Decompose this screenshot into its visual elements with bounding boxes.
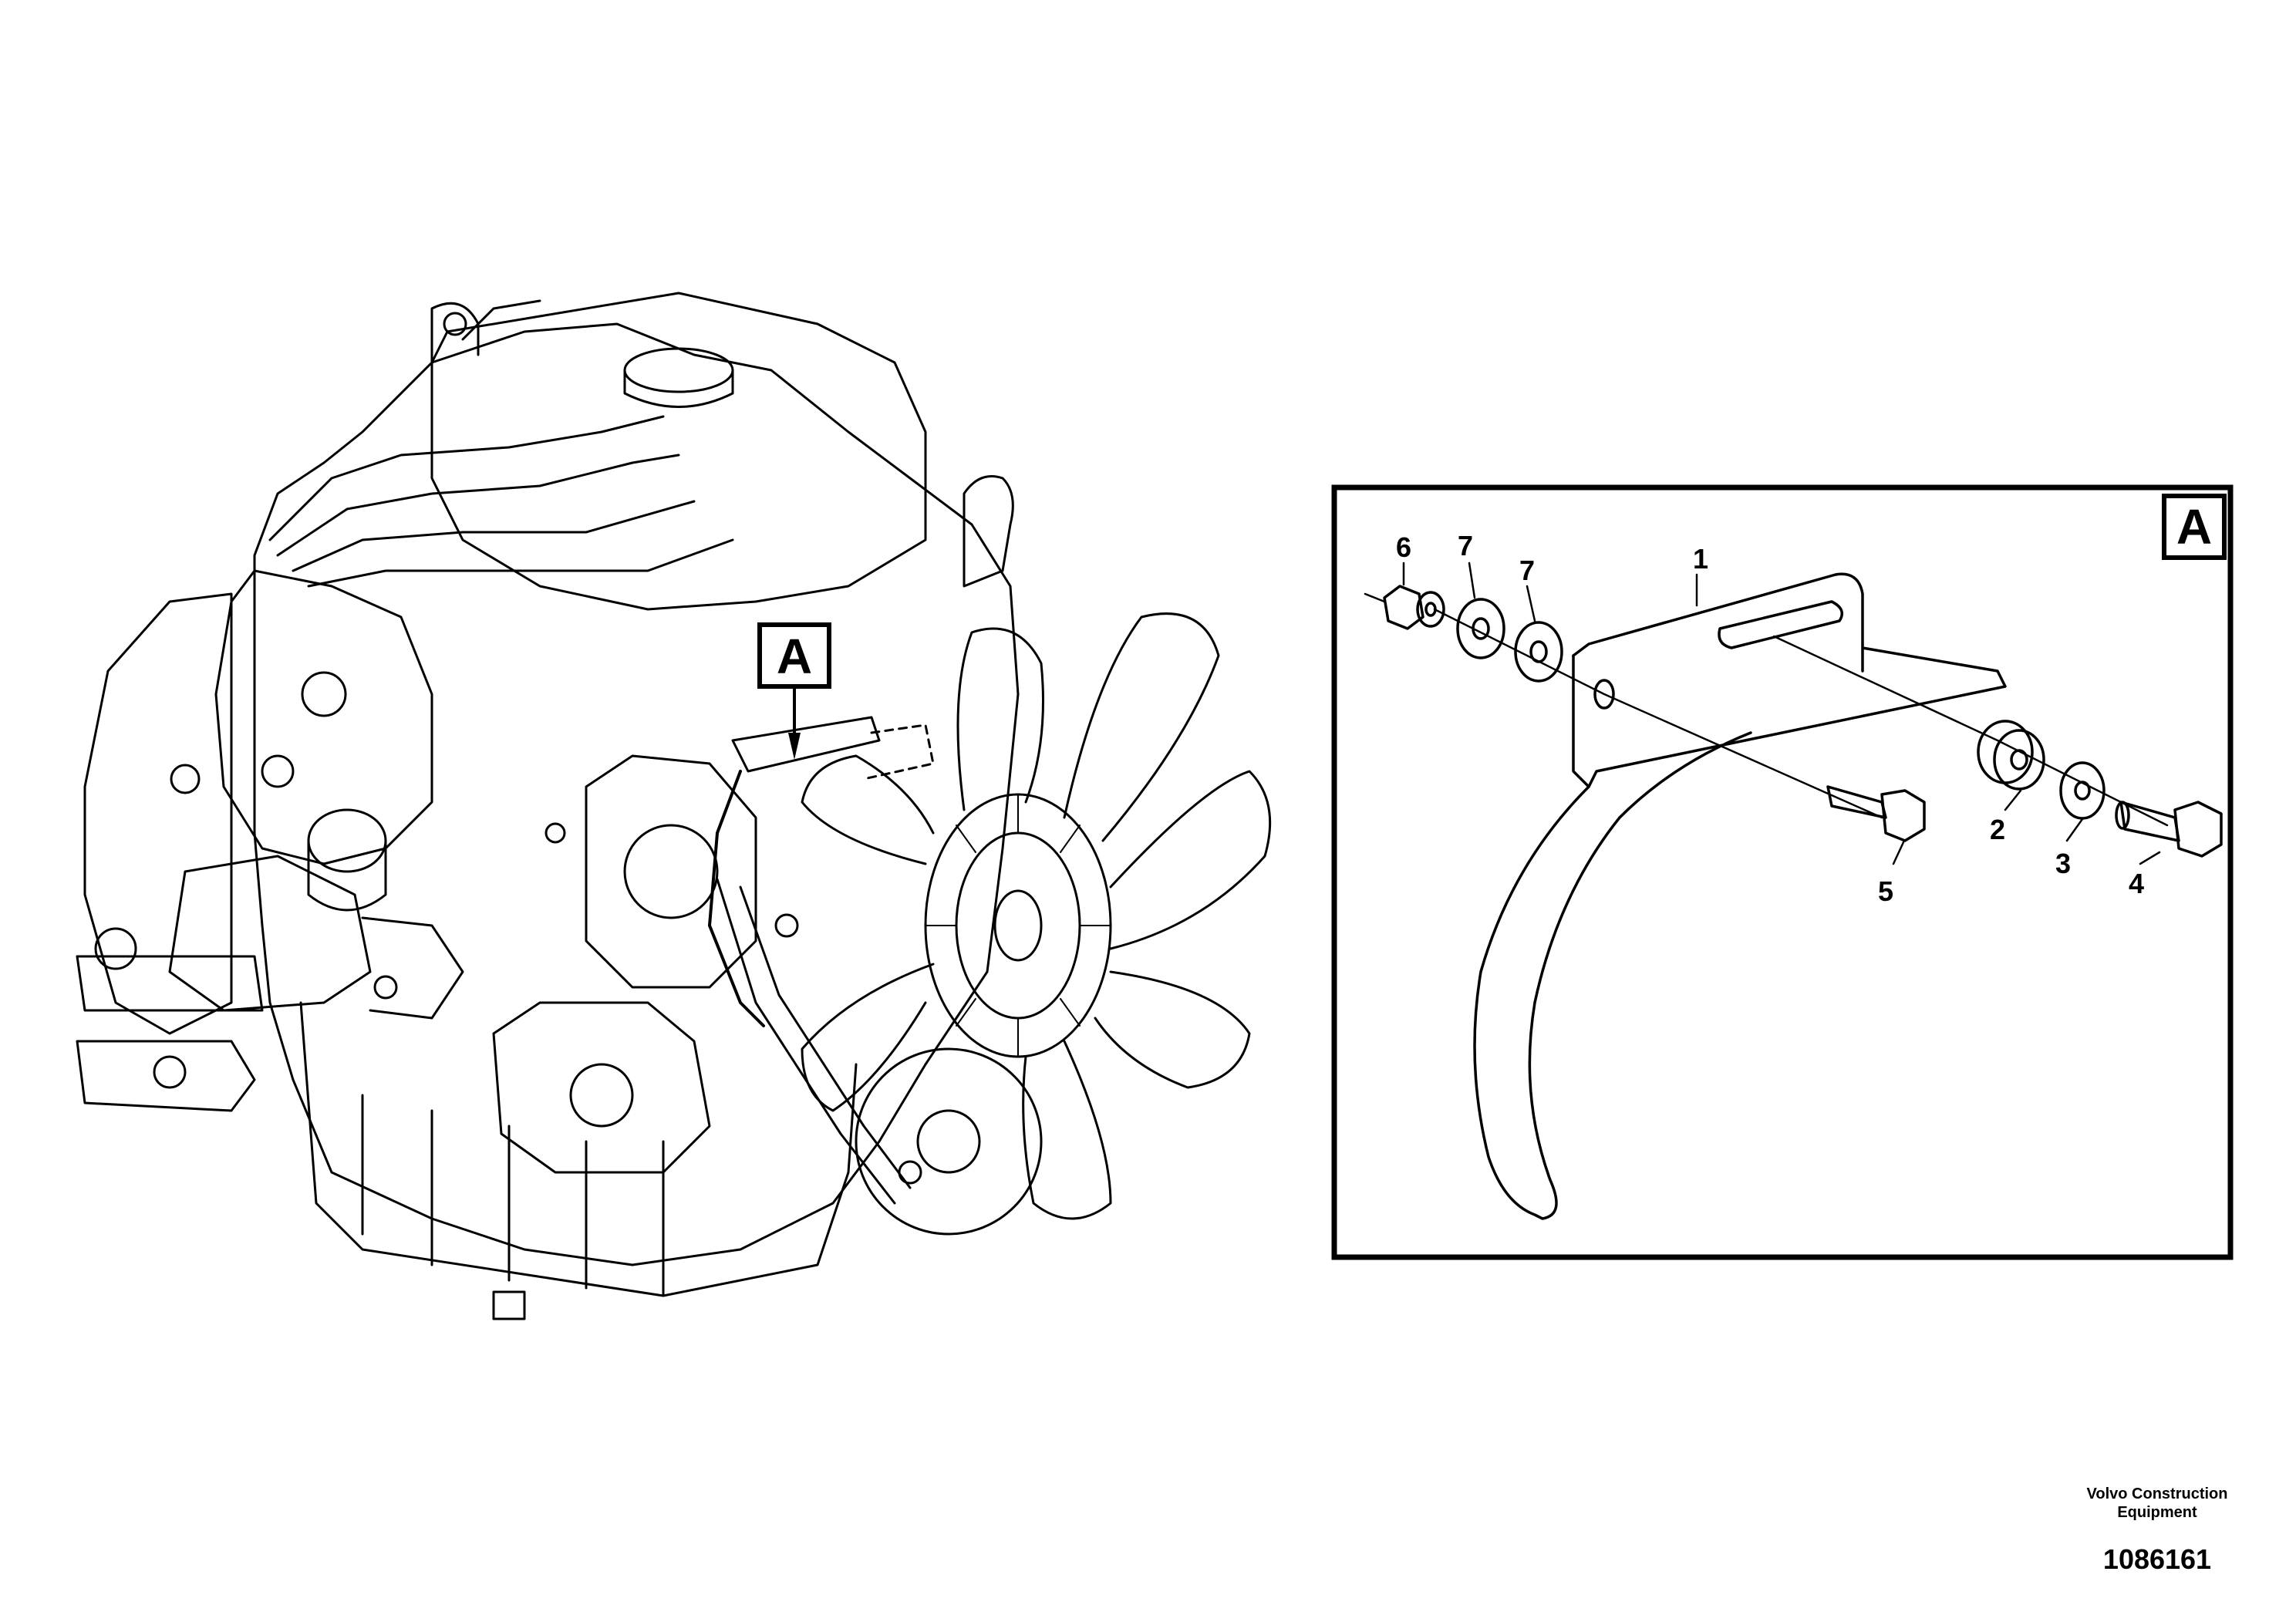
detail-label: A <box>2176 499 2212 555</box>
bracket-part-1[interactable] <box>1473 572 2007 1220</box>
drawing-number: 1086161 <box>2102 1543 2212 1575</box>
bracket-slot <box>1718 600 1844 649</box>
callout-part-2: 2 <box>1990 814 2005 845</box>
spacer-part-2[interactable] <box>1977 720 2045 791</box>
callout-part-6: 6 <box>1396 531 1411 563</box>
engine-illustration <box>76 292 1272 1320</box>
brand-text: Volvo Construction Equipment <box>2072 1485 2242 1522</box>
bolt-part-4[interactable] <box>2115 801 2223 858</box>
brand-line-1: Volvo Construction <box>2086 1485 2228 1502</box>
callout-part-7-a: 7 <box>1458 530 1473 561</box>
detail-frame <box>1331 484 2234 1260</box>
bolt-part-5[interactable] <box>1826 785 1926 842</box>
callout-part-3: 3 <box>2055 848 2071 879</box>
washer-part-7-b[interactable] <box>1514 621 1563 683</box>
nut-part-6[interactable] <box>1383 585 1424 630</box>
callout-part-5: 5 <box>1878 875 1893 907</box>
callout-part-7-b: 7 <box>1519 555 1535 586</box>
engine-callout-arrowhead <box>788 733 801 760</box>
washer-part-7-a[interactable] <box>1456 598 1505 659</box>
engine-callout-box <box>757 622 831 689</box>
detail-label-box <box>2162 494 2227 560</box>
callout-part-4: 4 <box>2129 868 2144 899</box>
callout-part-1: 1 <box>1693 543 1708 575</box>
bracket-hole <box>1593 679 1615 710</box>
brand-line-2: Equipment <box>2117 1504 2197 1521</box>
engine-callout-a[interactable]: A <box>757 622 831 760</box>
engine-callout-label: A <box>777 629 812 684</box>
detail-view-a: A <box>1331 484 2234 1260</box>
